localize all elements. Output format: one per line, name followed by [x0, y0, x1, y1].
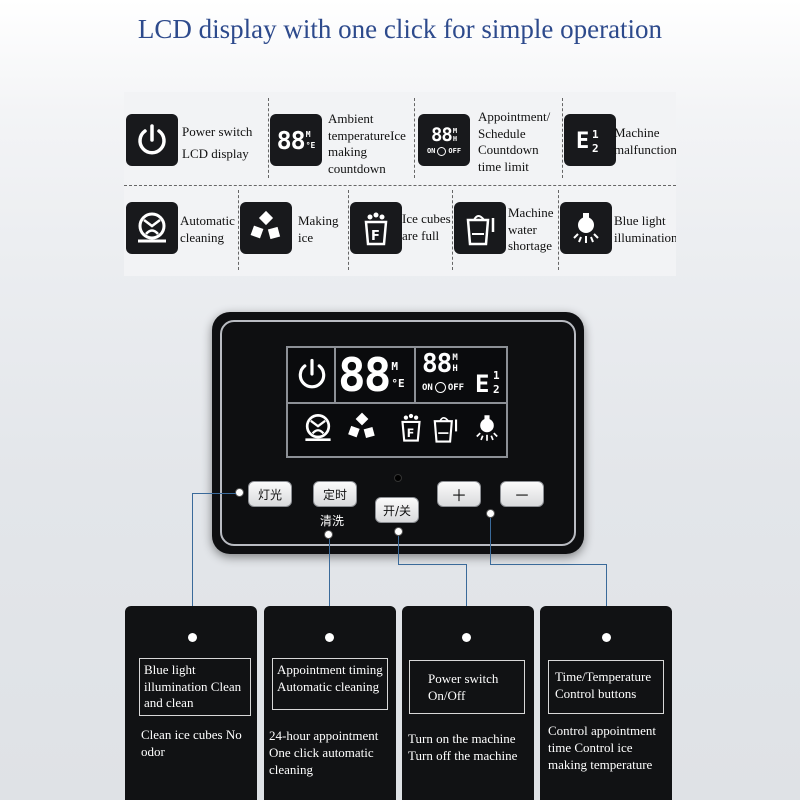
legend-label-ice-full: Ice cubes are full	[402, 211, 451, 243]
card-connector-dot	[602, 633, 611, 642]
legend-divider	[238, 190, 239, 270]
lcd-on-label: ON	[422, 382, 433, 393]
segment-digits: 88	[430, 123, 453, 146]
light-button[interactable]: 灯光	[248, 481, 292, 507]
timer-88-on-off-icon: 88 M H ON OFF	[418, 114, 470, 166]
svg-text:2: 2	[493, 383, 500, 396]
card-text-control: Control appointment time Control ice mak…	[548, 723, 656, 772]
connector-line	[606, 564, 607, 639]
lcd-divider	[414, 346, 416, 403]
ice-cubes-icon	[240, 202, 292, 254]
legend-label-power: Power switch LCD display	[182, 124, 253, 161]
card-connector-dot	[188, 633, 197, 642]
lcd-light-bulb-icon	[470, 410, 506, 450]
lcd-ice-full-icon: F	[394, 408, 430, 448]
segment-sup: °E	[305, 141, 316, 150]
lcd-ice-cubes-icon	[344, 410, 380, 450]
connector-dot	[324, 530, 333, 539]
clock-icon	[437, 146, 447, 156]
segment-sup: M	[305, 130, 311, 139]
lcd-temp-sup: °E	[391, 377, 405, 390]
svg-text:F: F	[371, 229, 380, 244]
card-box-control: Time/Temperature Control buttons	[548, 660, 664, 714]
lcd-divider	[334, 346, 336, 403]
plus-button[interactable]: ＋	[437, 481, 481, 507]
legend-label-making-ice: Making ice	[298, 213, 339, 245]
seven-segment-88-icon: 88 M °E	[270, 114, 322, 166]
card-text-timer: 24-hour appointment One click automatic …	[269, 728, 379, 777]
lcd-clock-icon	[434, 382, 446, 393]
lcd-time-sup: M	[452, 353, 458, 363]
lcd-temp-sup: M	[391, 360, 399, 373]
lcd-time-digits: 88	[422, 349, 452, 379]
svg-text:1: 1	[493, 369, 500, 382]
light-bulb-icon	[560, 202, 612, 254]
lcd-time-sup: H	[452, 364, 458, 374]
lcd-water-shortage-icon	[428, 410, 464, 450]
segment-sup: M	[452, 126, 458, 135]
connector-line	[398, 564, 466, 565]
connector-dot	[235, 488, 244, 497]
legend-divider	[268, 98, 269, 178]
minus-button[interactable]: －	[500, 481, 544, 507]
card-text-light: Clean ice cubes No odor	[141, 727, 242, 759]
connector-line	[398, 536, 399, 564]
legend-label-appointment: Appointment/ Schedule Countdown time lim…	[478, 109, 551, 174]
svg-text:E: E	[576, 129, 589, 154]
connector-line	[490, 518, 491, 564]
legend-divider	[562, 98, 563, 178]
connector-line	[490, 564, 606, 565]
cleaning-icon	[126, 202, 178, 254]
segment-sup: H	[452, 134, 458, 143]
svg-text:2: 2	[592, 142, 599, 155]
lcd-power-icon	[294, 356, 330, 392]
card-box-power: Power switch On/Off	[409, 660, 525, 714]
svg-text:F: F	[407, 427, 415, 440]
connector-dot	[394, 527, 403, 536]
connector-line	[192, 493, 193, 639]
power-icon	[126, 114, 178, 166]
lcd-cleaning-icon	[300, 410, 336, 450]
indicator-led	[394, 474, 402, 482]
card-connector-dot	[462, 633, 471, 642]
legend-divider	[452, 190, 453, 270]
legend-divider	[348, 190, 349, 270]
lcd-temperature-digits: 88	[338, 348, 391, 402]
card-box-timer: Appointment timing Automatic cleaning	[272, 658, 388, 710]
legend-divider	[124, 185, 676, 186]
card-box-light: Blue light illumination Clean and clean	[139, 658, 251, 716]
legend-divider	[414, 98, 415, 178]
legend-label-blue-light: Blue light illumination	[614, 213, 676, 245]
power-button[interactable]: 开/关	[375, 497, 419, 523]
lcd-off-label: OFF	[447, 382, 465, 393]
page-title: LCD display with one click for simple op…	[137, 14, 663, 44]
svg-text:E: E	[475, 370, 489, 398]
lcd-divider	[286, 402, 508, 404]
water-shortage-icon	[454, 202, 506, 254]
on-label: ON	[426, 147, 436, 155]
off-label: OFF	[448, 147, 462, 155]
segment-digits: 88	[276, 125, 306, 155]
legend-label-cleaning: Automatic cleaning	[180, 213, 235, 245]
connector-line	[466, 564, 467, 639]
ice-full-icon: F	[350, 202, 402, 254]
timer-button[interactable]: 定时	[313, 481, 357, 507]
svg-text:1: 1	[592, 128, 599, 141]
legend-label-water-shortage: Machine water shortage	[508, 205, 554, 253]
card-connector-dot	[325, 633, 334, 642]
legend-label-malfunction: Machine malfunction	[614, 125, 676, 157]
legend-divider	[558, 190, 559, 270]
timer-button-sublabel: 清洗	[320, 514, 345, 528]
connector-dot	[486, 509, 495, 518]
connector-line	[329, 539, 330, 639]
connector-line	[192, 493, 236, 494]
legend-label-temperature: Ambient temperatureIce making countdown	[328, 111, 406, 176]
card-text-power: Turn on the machine Turn off the machine	[408, 731, 518, 763]
